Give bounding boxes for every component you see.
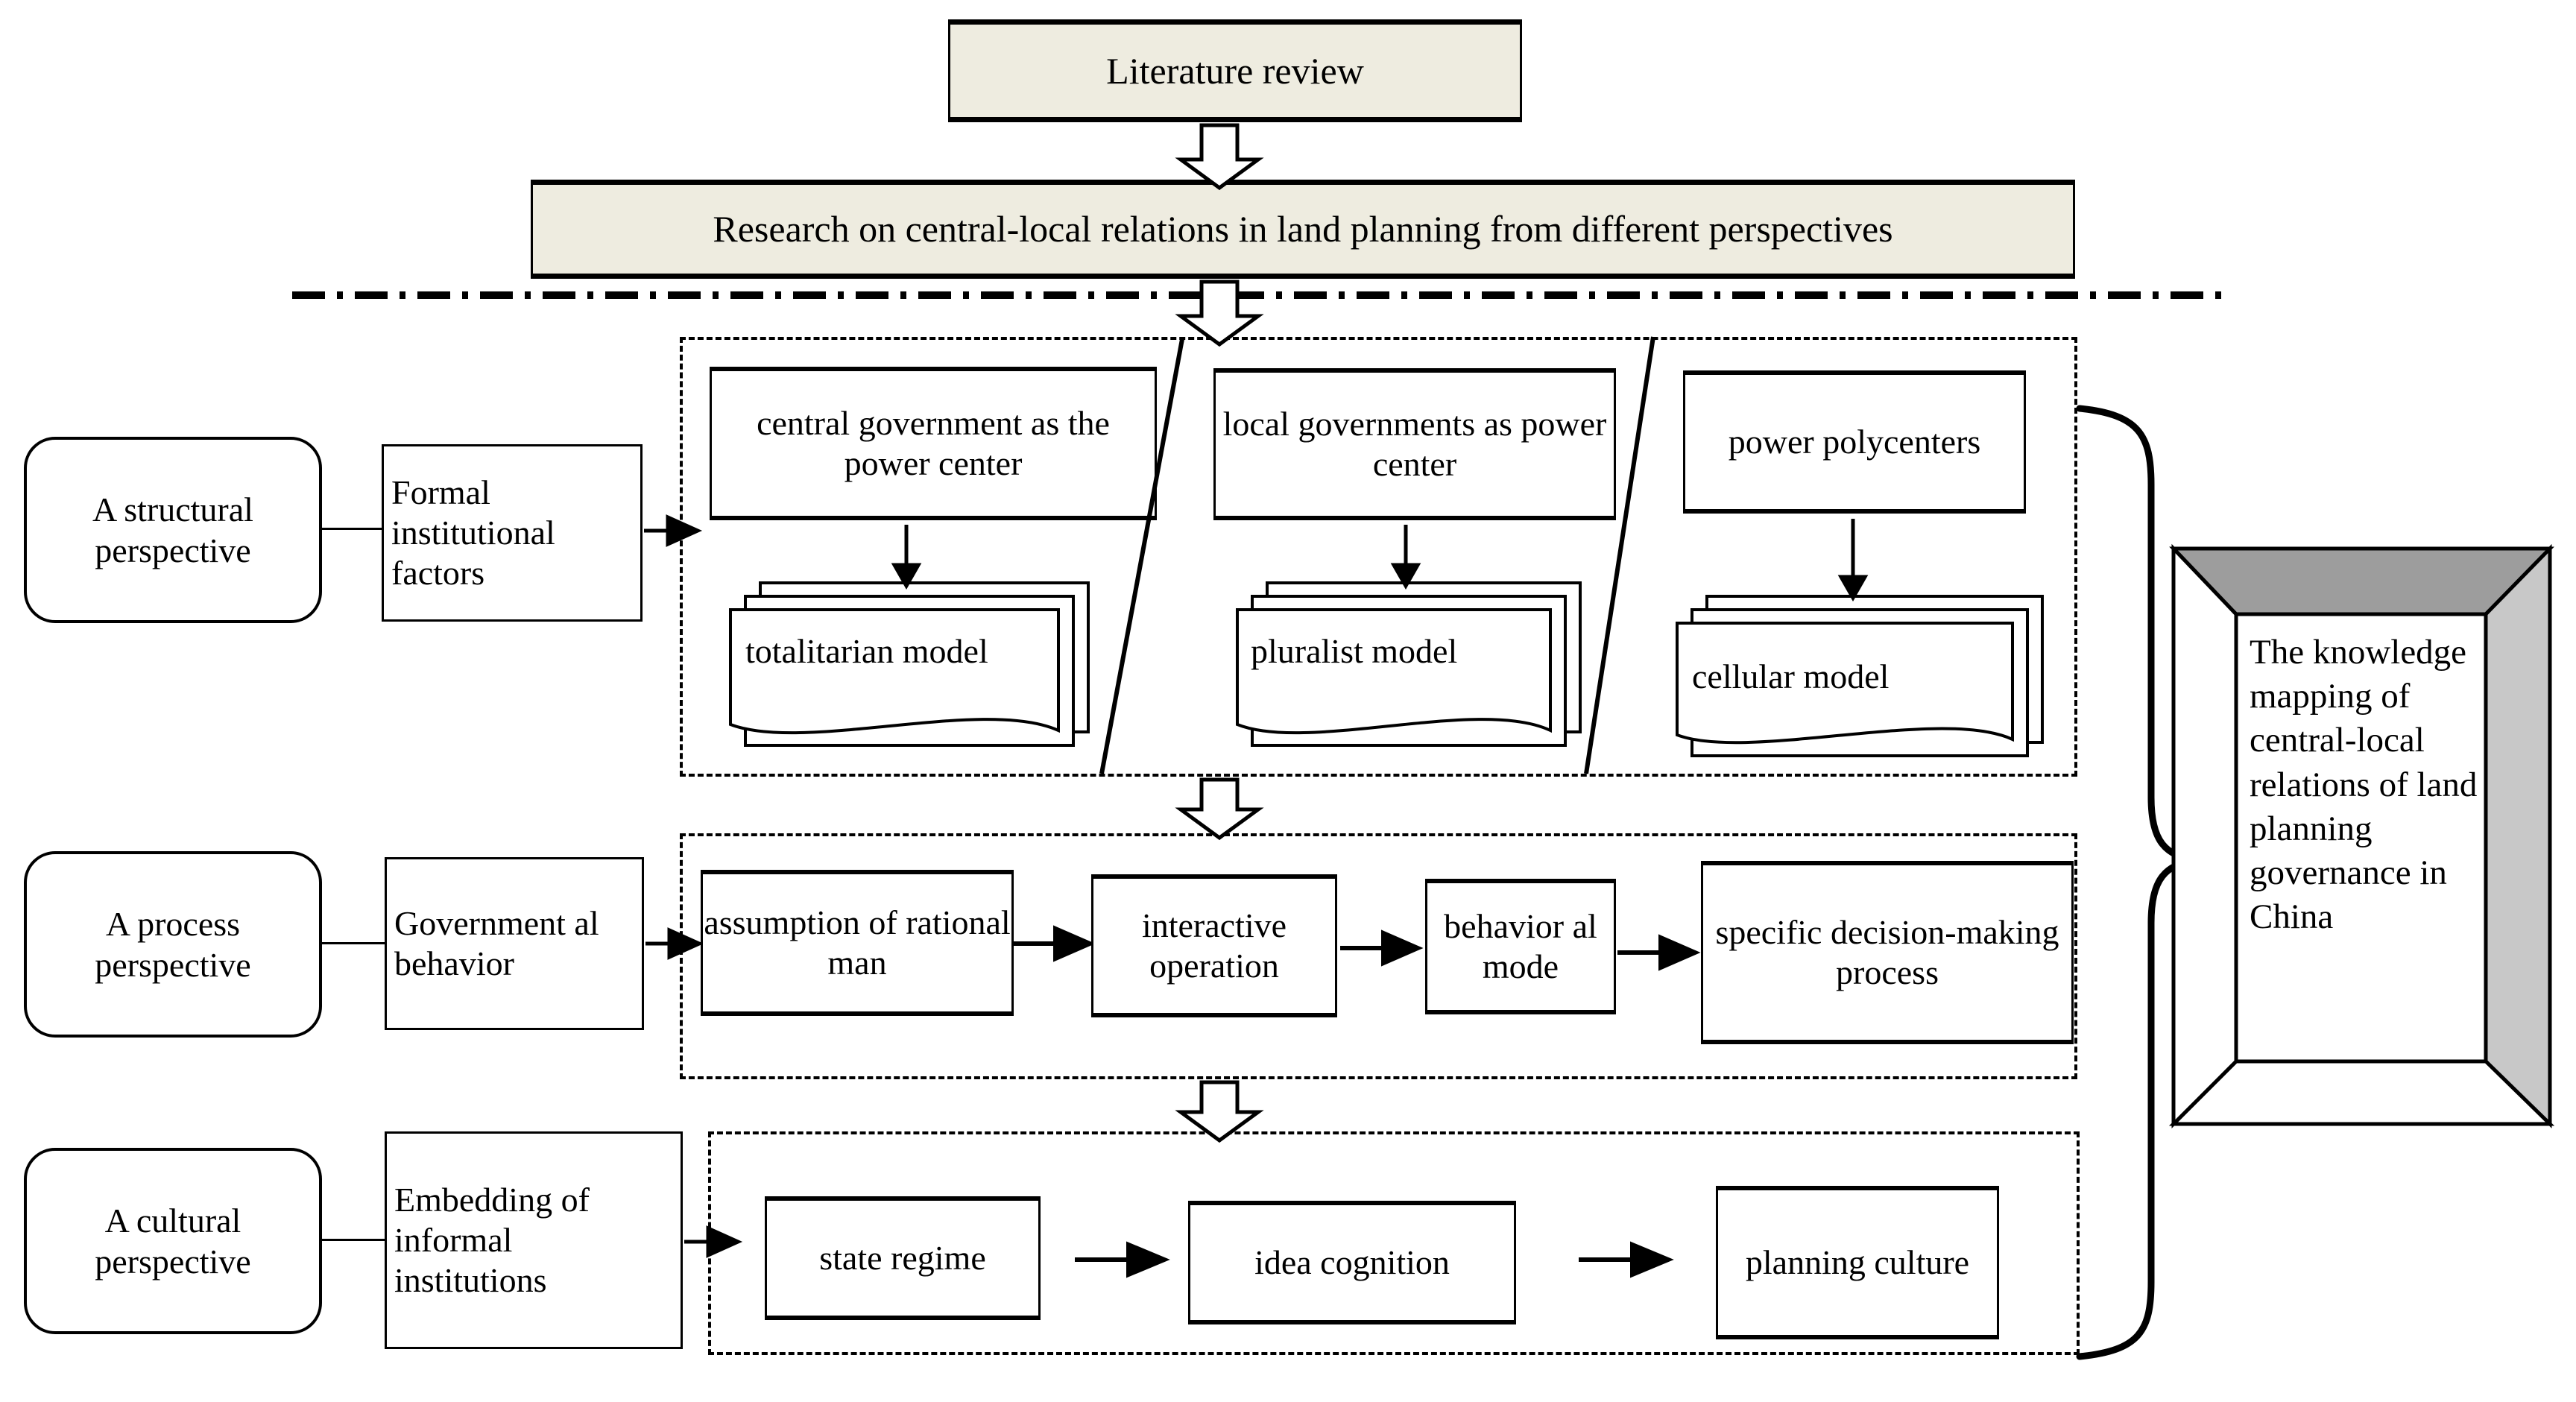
process-step-label-1: assumption of rational man: [704, 903, 1011, 982]
structural-model-label-3: cellular model: [1692, 656, 1990, 698]
process-step-label-3: behavior al mode: [1444, 906, 1597, 985]
perspective-cultural-label: A cultural perspective: [95, 1201, 251, 1281]
structural-model-label-2: pluralist model: [1251, 631, 1474, 672]
structural-model-label-1: totalitarian model: [745, 631, 1021, 672]
literature-review-box: Literature review: [948, 19, 1522, 122]
factor-governmental-behavior-label: Government al behavior: [394, 903, 599, 982]
model-text-3: cellular model: [1692, 657, 1890, 695]
factor-informal-institutions-box: Embedding of informal institutions: [385, 1131, 683, 1349]
cultural-step-box-2: idea cognition: [1188, 1201, 1516, 1324]
structural-center-label-2: local governments as power center: [1222, 404, 1607, 483]
outcome-text: The knowledge mapping of central-local r…: [2250, 631, 2481, 940]
cultural-step-label-3: planning culture: [1745, 1242, 1970, 1281]
perspective-structural-box: A structural perspective: [24, 437, 322, 623]
factor-formal-institutional-label: Formal institutional factors: [391, 473, 555, 593]
structural-panel: [680, 337, 2077, 777]
outcome-label: The knowledge mapping of central-local r…: [2250, 633, 2478, 937]
factor-informal-institutions-label: Embedding of informal institutions: [394, 1180, 590, 1300]
research-banner-label: Research on central-local relations in l…: [713, 208, 1893, 250]
research-banner-box: Research on central-local relations in l…: [531, 180, 2075, 279]
cultural-step-label-1: state regime: [819, 1238, 986, 1277]
cultural-step-box-3: planning culture: [1716, 1186, 1999, 1339]
cultural-step-label-2: idea cognition: [1254, 1242, 1450, 1281]
connector-cultural: [321, 1239, 386, 1241]
process-step-label-2: interactive operation: [1141, 906, 1287, 985]
structural-center-label-3: power polycenters: [1728, 422, 1981, 461]
perspective-process-box: A process perspective: [24, 851, 322, 1038]
process-step-box-3: behavior al mode: [1425, 879, 1616, 1014]
perspective-process-label: A process perspective: [95, 904, 251, 984]
cultural-step-box-1: state regime: [765, 1196, 1041, 1320]
perspective-structural-label: A structural perspective: [92, 490, 253, 569]
process-step-box-4: specific decision-making process: [1701, 861, 2074, 1044]
connector-process: [321, 942, 385, 944]
factor-governmental-behavior-box: Government al behavior: [385, 857, 644, 1030]
literature-review-label: Literature review: [1106, 49, 1364, 92]
connector-structural: [321, 528, 383, 530]
structural-center-label-1: central government as the power center: [757, 403, 1110, 482]
structural-center-box-1: central government as the power center: [710, 367, 1157, 520]
structural-center-box-2: local governments as power center: [1213, 368, 1616, 520]
process-step-box-1: assumption of rational man: [701, 870, 1014, 1016]
model-text-1: totalitarian model: [745, 632, 988, 670]
factor-formal-institutional-box: Formal institutional factors: [382, 444, 643, 622]
process-step-box-2: interactive operation: [1091, 874, 1337, 1017]
process-step-label-4: specific decision-making process: [1715, 912, 2059, 991]
structural-center-box-3: power polycenters: [1683, 370, 2026, 514]
perspective-cultural-box: A cultural perspective: [24, 1148, 322, 1334]
model-text-2: pluralist model: [1251, 632, 1458, 670]
